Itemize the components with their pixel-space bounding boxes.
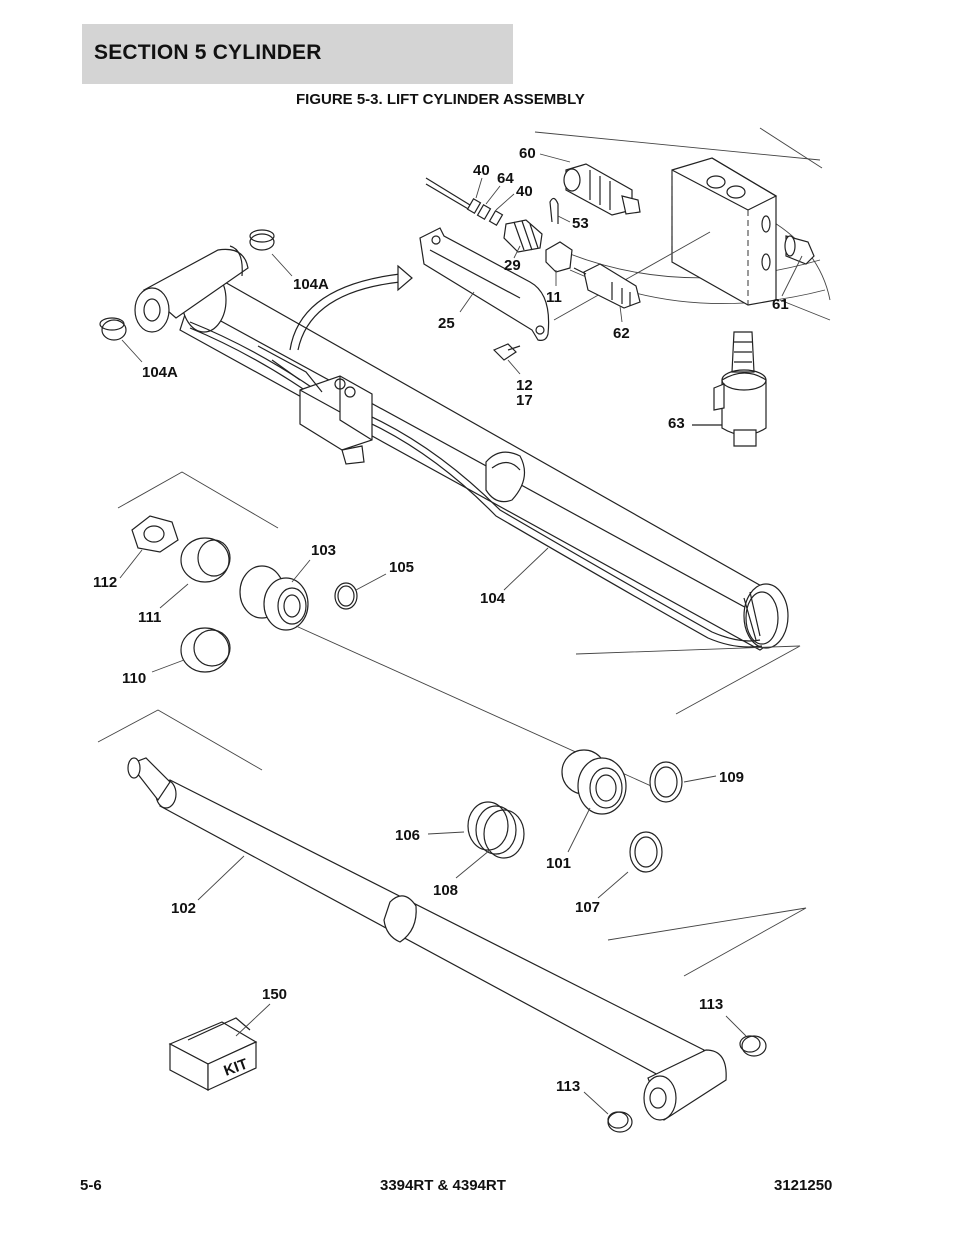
callout-62: 62: [613, 325, 630, 342]
section-banner: SECTION 5 CYLINDER: [82, 24, 513, 84]
callout-105: 105: [389, 559, 414, 576]
callout-108: 108: [433, 882, 458, 899]
callout-113-top: 113: [699, 996, 723, 1013]
callout-101: 101: [546, 855, 571, 872]
callout-103: 103: [311, 542, 336, 559]
callout-40-upper: 40: [473, 162, 490, 179]
callout-104a-left: 104A: [142, 364, 178, 381]
callout-102: 102: [171, 900, 196, 917]
callout-17: 17: [516, 392, 533, 409]
callout-61: 61: [772, 296, 789, 313]
leader-lines: [119, 153, 803, 1115]
callout-106: 106: [395, 827, 420, 844]
callout-113-bottom: 113: [556, 1078, 580, 1095]
callout-29: 29: [504, 257, 521, 274]
part-11-block: [545, 241, 573, 273]
manifold-on-barrel: [257, 345, 373, 465]
document-number: 3121250: [774, 1177, 833, 1194]
callout-63: 63: [668, 415, 685, 432]
callout-11: 11: [546, 289, 562, 306]
piston-head-parts: [117, 471, 801, 791]
part-113-bushings: [607, 1035, 767, 1133]
callout-110: 110: [122, 670, 146, 687]
section-title: SECTION 5 CYLINDER: [94, 41, 322, 64]
callout-53: 53: [572, 215, 589, 232]
callout-25: 25: [438, 315, 455, 332]
callout-12: 12: [516, 377, 533, 394]
callout-104a-top: 104A: [293, 276, 329, 293]
part-60-cartridge: [563, 163, 641, 216]
callout-112: 112: [93, 574, 117, 591]
valve-block-illustration: [534, 127, 831, 321]
parts-12-17-bolt: [492, 343, 521, 361]
callout-107: 107: [575, 899, 600, 916]
part-150-seal-kit-box: KIT: [168, 1017, 258, 1091]
part-62-cartridge: [553, 231, 711, 321]
callout-numbers: 60 40 64 40 53 29 11 25 62 61 12 17 63 1…: [93, 145, 789, 1095]
part-104a-pins: [99, 229, 275, 341]
part-102-piston-rod: [97, 709, 807, 1121]
model-number: 3394RT & 4394RT: [380, 1177, 506, 1194]
part-63-solenoid-coil: [692, 331, 767, 447]
callout-64: 64: [497, 170, 514, 187]
callout-150: 150: [262, 986, 287, 1003]
part-61-plug: [784, 235, 815, 265]
part-53-clip: [549, 197, 559, 224]
page-number: 5-6: [80, 1177, 102, 1194]
detail-arrow: [289, 264, 413, 351]
gland-parts: [467, 749, 683, 873]
parts-40-64-fittings: [425, 177, 504, 227]
figure-title: FIGURE 5-3. LIFT CYLINDER ASSEMBLY: [296, 91, 585, 108]
part-104-cylinder-barrel: [134, 245, 789, 651]
part-25-bracket: [419, 227, 550, 341]
callout-111: 111: [138, 609, 161, 626]
part-29-fitting: [503, 219, 543, 253]
callout-104: 104: [480, 590, 506, 607]
callout-40-lower: 40: [516, 183, 533, 200]
callout-60: 60: [519, 145, 536, 162]
callout-109: 109: [719, 769, 744, 786]
